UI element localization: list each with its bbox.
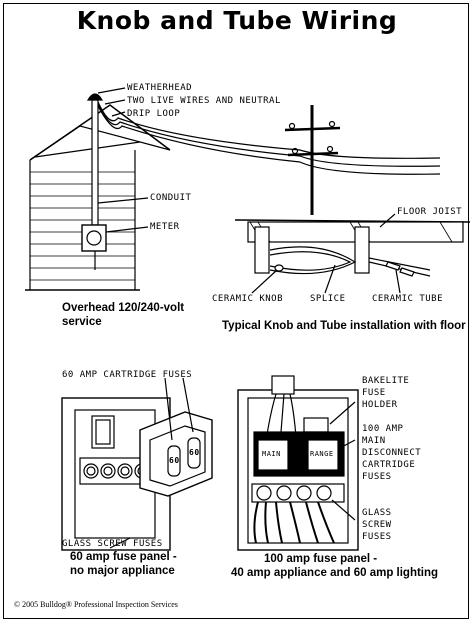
caption-panel-100-line2: 40 amp appliance and 60 amp lighting	[231, 567, 439, 579]
label-fuse-60-b: 60	[189, 448, 200, 457]
floor-joist-illustration	[234, 213, 471, 294]
label-main-disconnect-2: MAIN	[362, 436, 386, 446]
label-main-disconnect-1: 100 AMP	[362, 424, 404, 434]
fuse-panel-60-illustration	[61, 377, 213, 551]
label-floor-joist: FLOOR JOIST	[397, 207, 463, 217]
label-bakelite-1: BAKELITE	[362, 376, 410, 386]
label-glass-screw-right-3: FUSES	[362, 532, 392, 542]
caption-overhead-line1: Overhead 120/240-volt	[62, 302, 185, 314]
copyright-notice: © 2005 Bulldog® Professional Inspection …	[14, 600, 178, 609]
label-fuse-range: RANGE	[310, 450, 334, 458]
label-glass-screw-right-2: SCREW	[362, 520, 392, 530]
label-main-disconnect-4: CARTRIDGE	[362, 460, 416, 470]
label-glass-screw-right-1: GLASS	[362, 508, 392, 518]
label-bakelite-3: HOLDER	[362, 400, 398, 410]
caption-typical-installation: Typical Knob and Tube installation with …	[222, 320, 466, 332]
label-bakelite-2: FUSE	[362, 388, 386, 398]
label-weatherhead: WEATHERHEAD	[127, 83, 193, 93]
fuse-panel-100-illustration	[237, 375, 359, 551]
label-ceramic-tube: CERAMIC TUBE	[372, 294, 444, 304]
label-splice: SPLICE	[310, 294, 346, 304]
label-conduit: CONDUIT	[150, 193, 192, 203]
caption-panel-60-line2: no major appliance	[70, 565, 175, 577]
label-glass-screw-fuses-left: GLASS SCREW FUSES	[62, 539, 163, 549]
label-main-disconnect-5: FUSES	[362, 472, 392, 482]
label-fuse-main: MAIN	[262, 450, 281, 458]
caption-overhead-line2: service	[62, 316, 102, 328]
page-title: Knob and Tube Wiring	[76, 6, 398, 35]
label-cartridge-fuses: 60 AMP CARTRIDGE FUSES	[62, 370, 193, 380]
label-two-live-wires: TWO LIVE WIRES AND NEUTRAL	[127, 96, 281, 106]
label-ceramic-knob: CERAMIC KNOB	[212, 294, 284, 304]
label-drip-loop: DRIP LOOP	[127, 109, 181, 119]
label-meter: METER	[150, 222, 180, 232]
label-main-disconnect-3: DISCONNECT	[362, 448, 422, 458]
page-border	[3, 3, 469, 619]
label-fuse-60-a: 60	[169, 456, 180, 465]
caption-panel-60-line1: 60 amp fuse panel -	[70, 551, 177, 563]
house-illustration	[25, 87, 441, 291]
caption-panel-100-line1: 100 amp fuse panel -	[264, 553, 378, 565]
